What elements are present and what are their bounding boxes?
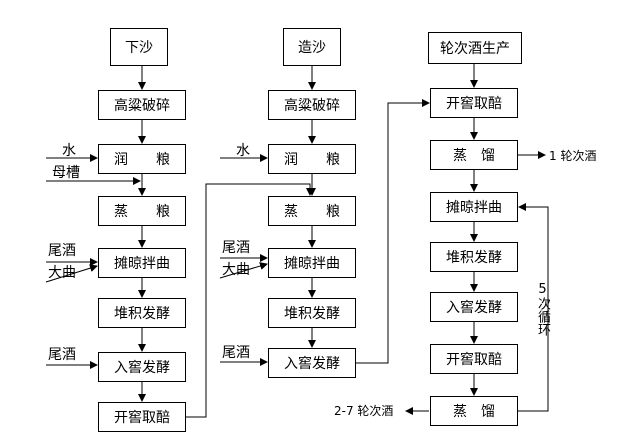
zaosha-step-rujiao-label: 入窖发酵 (284, 356, 340, 372)
lunci-step-kaijiao: 开窖取醅 (430, 88, 518, 118)
zaosha-input-weijiu: 尾酒 (222, 240, 250, 256)
xiasha-step-rujiao: 入窖发酵 (98, 352, 186, 382)
zaosha-step-crush-label: 高粱破碎 (284, 98, 340, 114)
lunci-title-box: 轮次酒生产 (428, 32, 522, 64)
zaosha-step-steam-label: 蒸 粮 (284, 204, 340, 220)
zaosha-input-water: 水 (236, 143, 250, 159)
arrow-z-to-lunci (356, 99, 430, 364)
xiasha-step-crush-label: 高粱破碎 (114, 98, 170, 114)
output-first-round: 1 轮次酒 (549, 149, 597, 163)
lunci-step-duiji: 堆积发酵 (430, 242, 518, 272)
xiasha-step-tanliang-label: 摊晾拌曲 (114, 256, 170, 272)
zaosha-step-run-label: 润 粮 (284, 152, 340, 168)
lunci-step-duiji-label: 堆积发酵 (446, 250, 502, 266)
lunci-step-zhengliu-2: 蒸 馏 (430, 396, 518, 426)
xiasha-step-duiji-label: 堆积发酵 (114, 306, 170, 322)
xiasha-step-tanliang: 摊晾拌曲 (98, 248, 186, 278)
output-rounds-2-7: 2-7 轮次酒 (334, 404, 394, 418)
arrow-z-daqu (219, 262, 268, 279)
xiasha-step-steam-label: 蒸 粮 (114, 204, 170, 220)
zaosha-input-daqu: 大曲 (222, 262, 250, 278)
zaosha-title-box: 造沙 (283, 28, 341, 66)
xiasha-step-run-label: 润 粮 (114, 152, 170, 168)
xiasha-input-weijiu: 尾酒 (48, 243, 76, 259)
xiasha-input-weijiu-2: 尾酒 (48, 347, 76, 363)
lunci-title: 轮次酒生产 (440, 41, 510, 57)
lunci-step-kaijiao-label: 开窖取醅 (446, 96, 502, 112)
zaosha-step-tanliang: 摊晾拌曲 (268, 248, 356, 278)
lunci-step-zhengliu-2-label: 蒸 馏 (453, 404, 495, 420)
lunci-step-zhengliu: 蒸 馏 (430, 140, 518, 170)
zaosha-step-run: 润 粮 (268, 144, 356, 174)
lunci-step-tanliang-label: 摊晾拌曲 (446, 200, 502, 216)
arrow-x-daqu (45, 264, 98, 283)
lunci-step-kaijiao-2-label: 开窖取醅 (446, 352, 502, 368)
xiasha-step-crush: 高粱破碎 (98, 90, 186, 120)
xiasha-step-kaijiao: 开窖取醅 (98, 402, 186, 432)
xiasha-input-daqu: 大曲 (48, 265, 76, 281)
zaosha-title: 造沙 (298, 40, 326, 56)
arrow-l-loop (518, 203, 549, 412)
loop-label: 5次循环 (535, 282, 550, 336)
zaosha-step-duiji: 堆积发酵 (268, 298, 356, 328)
xiasha-title: 下沙 (125, 40, 153, 56)
arrow-x-to-zaosha (186, 183, 314, 418)
zaosha-step-crush: 高粱破碎 (268, 90, 356, 120)
lunci-step-tanliang: 摊晾拌曲 (430, 192, 518, 222)
zaosha-step-steam: 蒸 粮 (268, 196, 356, 226)
zaosha-step-duiji-label: 堆积发酵 (284, 306, 340, 322)
xiasha-step-duiji: 堆积发酵 (98, 298, 186, 328)
lunci-step-kaijiao-2: 开窖取醅 (430, 344, 518, 374)
xiasha-title-box: 下沙 (110, 28, 168, 66)
xiasha-input-water: 水 (62, 143, 76, 159)
zaosha-input-weijiu-2: 尾酒 (222, 345, 250, 361)
xiasha-step-rujiao-label: 入窖发酵 (114, 360, 170, 376)
xiasha-step-kaijiao-label: 开窖取醅 (114, 410, 170, 426)
zaosha-step-rujiao: 入窖发酵 (268, 348, 356, 378)
zaosha-step-tanliang-label: 摊晾拌曲 (284, 256, 340, 272)
lunci-step-rujiao-label: 入窖发酵 (446, 300, 502, 316)
lunci-step-rujiao: 入窖发酵 (430, 292, 518, 322)
xiasha-input-mucao: 母槽 (52, 165, 80, 181)
xiasha-step-run: 润 粮 (98, 144, 186, 174)
lunci-step-zhengliu-label: 蒸 馏 (453, 148, 495, 164)
xiasha-step-steam: 蒸 粮 (98, 196, 186, 226)
